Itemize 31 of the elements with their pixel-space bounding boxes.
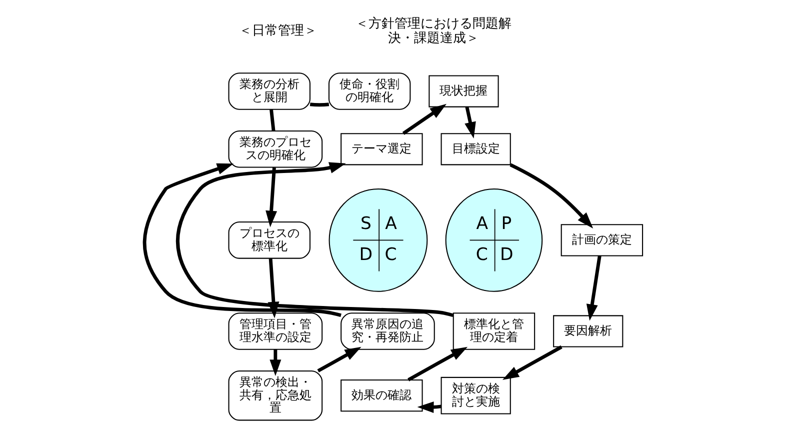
node-box: 計画の策定 — [560, 224, 643, 256]
connector — [269, 109, 275, 131]
node-box: 現状把握 — [428, 75, 498, 108]
connector — [309, 102, 329, 107]
node-circle: S A D C — [328, 188, 428, 292]
node-circle: A P C D — [444, 188, 542, 292]
node-box: 要因解析 — [552, 315, 623, 348]
node-box: 異常の検出・共有，応急処置 — [228, 370, 322, 421]
node-box: テーマ選定 — [340, 133, 422, 166]
arrow — [502, 345, 562, 380]
arrow — [416, 401, 441, 413]
node-box: 効果の確認 — [340, 380, 422, 412]
arrow — [265, 168, 277, 228]
node-box: 標準化と管理の定着 — [452, 312, 535, 350]
arrow — [509, 163, 593, 228]
arrow — [269, 350, 281, 376]
node-box: 管理項目・管理水準の設定 — [228, 312, 322, 350]
node-box: 目標設定 — [440, 133, 510, 166]
arrow — [316, 346, 361, 372]
node-box: 業務のプロセスの明確化 — [228, 130, 322, 168]
node-box: 使命・役割の明確化 — [328, 72, 410, 110]
arrow — [586, 256, 601, 321]
node-box: 対策の検討と実施 — [440, 376, 510, 414]
node-box: プロセスの標準化 — [228, 222, 310, 259]
arrow — [407, 346, 468, 382]
node-box: 異常原因の追究・再発防止 — [340, 312, 434, 350]
label: ＜日常管理＞ — [238, 24, 317, 39]
node-box: 業務の分析と展開 — [228, 72, 310, 110]
arrow — [464, 106, 476, 139]
label: ＜方針管理における問題解決・課題達成＞ — [355, 16, 512, 46]
arrow — [402, 104, 446, 135]
